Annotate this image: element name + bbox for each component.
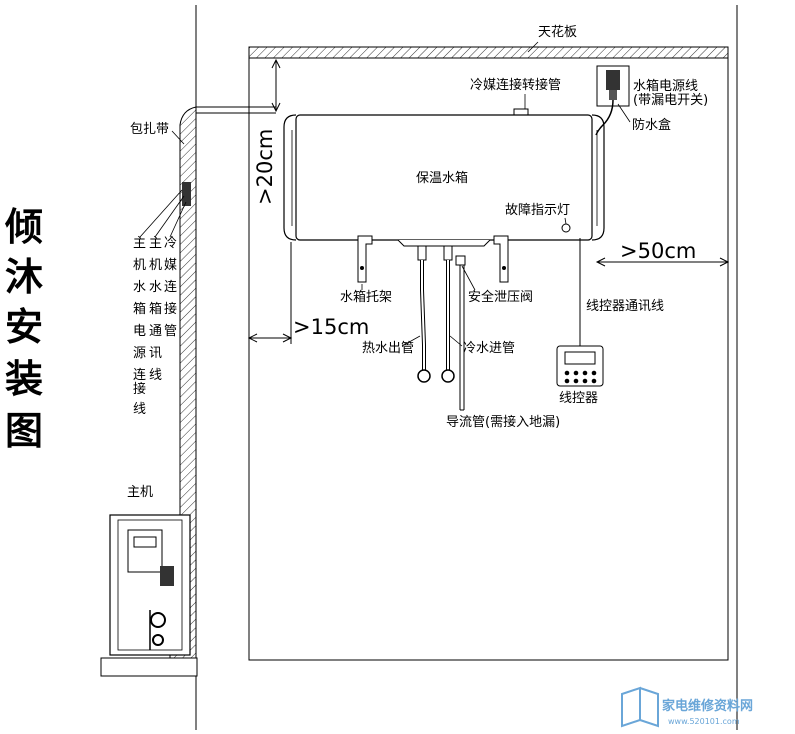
left-gap-label: >15cm [293, 315, 369, 339]
power-supply: 水箱电源线 (带漏电开关) 防水盒 [595, 65, 708, 136]
safety-valve-label: 安全泄压阀 [468, 289, 533, 305]
hot-water-fitting [417, 369, 431, 383]
main-unit-label: 主机 [127, 485, 153, 500]
fault-light-label: 故障指示灯 [505, 203, 570, 218]
cold-water-label: 冷水进管 [463, 341, 515, 356]
power-plug [606, 70, 620, 90]
main-unit-panel [127, 529, 163, 573]
svg-text:主: 主 [133, 236, 146, 251]
main-unit: 主机 [100, 485, 198, 677]
page-title: 倾 沐 安 装 图 [4, 205, 43, 453]
wrap-tape-label: 包扎带 [130, 122, 169, 137]
title-char: 图 [5, 409, 43, 453]
book-icon [621, 686, 641, 728]
svg-text:接: 接 [133, 381, 146, 397]
watermark: 家电维修资料网 www.520101.com [621, 686, 753, 728]
left-gap-dimension: >15cm [247, 242, 369, 344]
svg-text:主: 主 [149, 236, 162, 251]
controller-cable-label: 线控器通讯线 [586, 299, 664, 314]
hot-water-label: 热水出管 [362, 341, 414, 356]
safety-valve [455, 255, 466, 266]
power-cord-note: (带漏电开关) [633, 92, 708, 108]
svg-text:水: 水 [133, 280, 146, 295]
svg-text:管: 管 [164, 324, 177, 339]
refrigerant-connector [513, 108, 529, 116]
svg-text:机: 机 [149, 258, 162, 273]
svg-text:箱: 箱 [133, 301, 146, 317]
tank-bracket-label: 水箱托架 [340, 289, 392, 305]
main-unit-base [100, 657, 198, 677]
title-char: 沐 [5, 255, 43, 299]
svg-text:冷: 冷 [164, 236, 177, 251]
title-char: 装 [5, 357, 43, 401]
cable-clamp [182, 182, 191, 206]
svg-text:源: 源 [133, 346, 146, 361]
fault-light [561, 223, 571, 233]
top-gap-dimension: >20cm [253, 58, 281, 205]
vertical-labels: 主 机 水 箱 电 源 连 接 线 主 机 水 箱 通 讯 线 冷 媒 连 接 … [133, 189, 187, 417]
title-char: 倾 [4, 205, 43, 249]
controller-screen [564, 351, 596, 365]
right-gap-label: >50cm [620, 239, 696, 263]
comm-link-column: 主 机 水 箱 通 讯 线 [149, 236, 162, 383]
svg-text:媒: 媒 [164, 258, 177, 273]
ceiling-slab: 天花板 [248, 24, 729, 59]
svg-text:连: 连 [164, 279, 177, 295]
drain-pipe-label: 导流管(需接入地漏) [446, 414, 560, 430]
svg-text:电: 电 [133, 324, 146, 339]
power-link-column: 主 机 水 箱 电 源 连 接 线 [133, 236, 146, 417]
power-cord-label: 水箱电源线 [633, 78, 698, 94]
svg-text:水: 水 [149, 280, 162, 295]
watermark-url: www.520101.com [668, 717, 740, 726]
bracket-left [357, 235, 373, 283]
water-tank: 保温水箱 故障指示灯 [283, 114, 605, 247]
waterproof-box-label: 防水盒 [632, 117, 671, 133]
svg-text:连: 连 [133, 367, 146, 383]
svg-text:线: 线 [149, 368, 162, 383]
tank-pipes: 安全泄压阀 热水出管 冷水进管 导流管(需接入地漏) [362, 245, 560, 430]
bracket-right [493, 235, 509, 283]
svg-text:线: 线 [133, 402, 146, 417]
svg-text:通: 通 [149, 324, 162, 339]
refrigerant-column: 冷 媒 连 接 管 [164, 236, 177, 339]
tank-label: 保温水箱 [416, 170, 468, 186]
svg-text:机: 机 [133, 258, 146, 273]
building-structure [195, 5, 738, 730]
watermark-text: 家电维修资料网 [662, 698, 753, 714]
svg-text:讯: 讯 [149, 346, 162, 361]
wire-controller: 线控器通讯线 线控器 [556, 238, 664, 406]
top-gap-label: >20cm [253, 129, 277, 205]
ceiling-label: 天花板 [538, 24, 577, 40]
controller-label: 线控器 [559, 391, 598, 406]
title-char: 安 [5, 305, 43, 349]
svg-text:接: 接 [164, 301, 177, 317]
tank-brackets: 水箱托架 [340, 235, 509, 305]
cold-water-fitting [441, 369, 455, 383]
svg-text:箱: 箱 [149, 301, 162, 317]
refrigerant-pipe-label: 冷媒连接转接管 [470, 77, 561, 93]
right-gap-dimension: >50cm [595, 239, 730, 267]
